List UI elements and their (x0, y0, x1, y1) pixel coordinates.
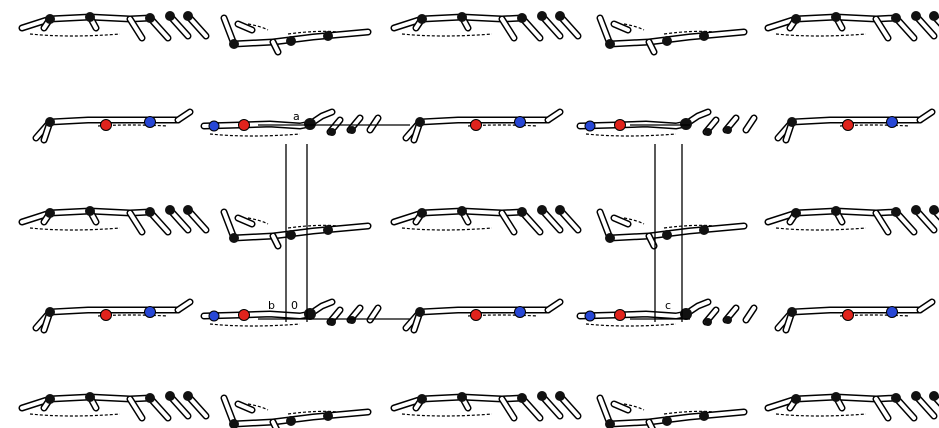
molecule (406, 302, 560, 330)
unit-cell-outline (258, 124, 690, 322)
molecule-row-4 (36, 302, 932, 330)
axis-label-b: b (268, 299, 275, 312)
molecule (224, 18, 368, 52)
molecule (224, 398, 368, 428)
molecule (768, 11, 939, 38)
axis-label-a: a (293, 110, 300, 123)
molecule (600, 398, 744, 428)
molecule-row-2 (36, 112, 932, 140)
molecule (394, 11, 578, 38)
origin-label: 0 (291, 299, 298, 312)
molecule (600, 18, 744, 52)
molecule (600, 212, 744, 246)
molecule (204, 112, 378, 136)
molecule (768, 391, 939, 418)
molecule (406, 112, 560, 140)
molecule (36, 302, 190, 330)
molecule (36, 112, 190, 140)
molecule (22, 391, 206, 418)
molecule (778, 112, 932, 140)
molecule (580, 112, 754, 136)
molecule-row-5 (22, 391, 939, 428)
molecule (22, 11, 206, 38)
molecule (224, 212, 368, 246)
molecule (22, 205, 206, 232)
molecule (768, 205, 939, 232)
molecule (778, 302, 932, 330)
molecule (394, 391, 578, 418)
molecule-row-3 (22, 205, 939, 246)
molecule (394, 205, 578, 232)
axis-label-c: c (665, 299, 671, 312)
molecule-row-1 (22, 11, 939, 52)
